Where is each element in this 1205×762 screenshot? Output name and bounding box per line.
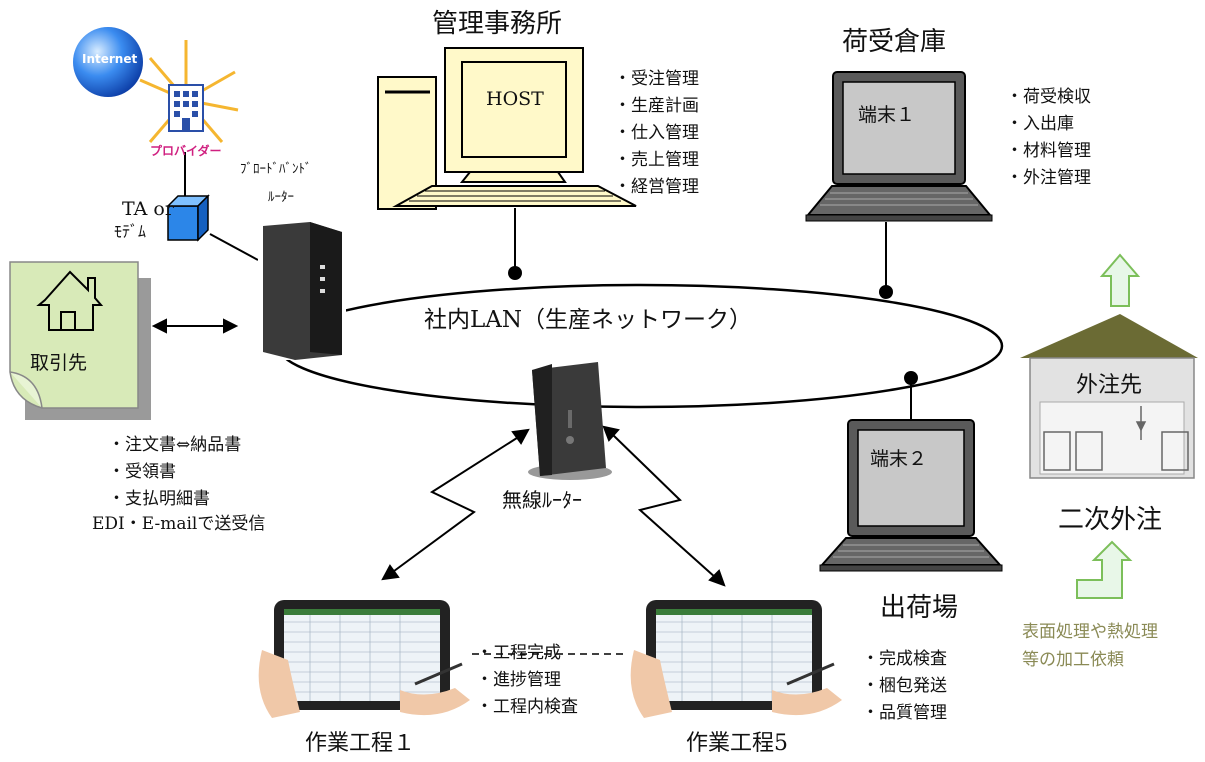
terminal1-laptop-icon <box>805 71 993 222</box>
modem-label-2: ﾓﾃﾞﾑ <box>114 222 147 241</box>
bent-arrow-icon <box>1076 540 1133 599</box>
terminal2-lan-node <box>904 371 918 385</box>
process-task: 進捗管理 <box>476 667 578 694</box>
office-task: 仕入管理 <box>614 120 699 147</box>
broadband-router-icon <box>258 222 346 360</box>
modem-router-line <box>209 233 259 261</box>
wireless-link-right <box>602 425 726 587</box>
office-task: 経営管理 <box>614 174 699 201</box>
wireless-router-label: 無線ﾙｰﾀｰ <box>502 488 582 512</box>
shipping-task: 完成検査 <box>862 646 947 673</box>
partner-document: 受領書 <box>108 459 241 486</box>
partner-document: 支払明細書 <box>108 486 241 513</box>
terminal1-label: 端末１ <box>858 104 916 126</box>
provider-label: プロバイダー <box>150 144 222 158</box>
partner-document-list: 注文書⇔納品書 受領書 支払明細書 <box>108 432 241 513</box>
warehouse-task: 入出庫 <box>1006 111 1091 138</box>
edi-note: EDI・E-mailで送受信 <box>92 514 266 534</box>
warehouse-task: 材料管理 <box>1006 138 1091 165</box>
shipping-task-list: 完成検査 梱包発送 品質管理 <box>862 646 947 727</box>
process5-label: 作業工程5 <box>686 731 788 756</box>
office-task: 売上管理 <box>614 147 699 174</box>
terminal2-laptop-icon <box>819 419 1003 572</box>
process-task-list: 工程完成 進捗管理 工程内検査 <box>476 640 578 721</box>
warehouse-task: 外注管理 <box>1006 165 1091 192</box>
process-task: 工程完成 <box>476 640 578 667</box>
terminal1-lan-node <box>879 285 893 299</box>
router-label-2: ﾙｰﾀｰ <box>268 190 294 205</box>
provider-building-icon <box>139 40 239 143</box>
host-lan-node <box>508 266 522 280</box>
wireless-link-left <box>381 428 530 581</box>
partner-document-icon <box>9 261 151 420</box>
tablet1-icon <box>258 600 470 718</box>
subcontract-note-2: 等の加工依頼 <box>1022 650 1124 670</box>
office-task: 受注管理 <box>614 66 699 93</box>
wireless-router-icon <box>528 362 612 480</box>
subcontract-note-1: 表面処理や熱処理 <box>1022 622 1158 642</box>
router-label-1: ﾌﾞﾛｰﾄﾞﾊﾞﾝﾄﾞ <box>240 162 312 177</box>
tablet2-icon <box>630 600 842 718</box>
modem-cube-icon <box>166 194 210 242</box>
terminal2-label: 端末２ <box>870 448 928 470</box>
lan-label: 社内LAN（生産ネットワーク） <box>424 307 753 333</box>
host-computer-icon <box>377 47 637 210</box>
office-task: 生産計画 <box>614 93 699 120</box>
warehouse-task-list: 荷受検収 入出庫 材料管理 外注管理 <box>1006 84 1091 192</box>
partner-label: 取引先 <box>30 352 88 374</box>
warehouse-title: 荷受倉庫 <box>842 27 947 57</box>
warehouse-task: 荷受検収 <box>1006 84 1091 111</box>
subcontractor-label: 外注先 <box>1076 373 1143 398</box>
subcontractor-building-icon <box>1020 314 1198 479</box>
partner-document: 注文書⇔納品書 <box>108 432 241 459</box>
process-task: 工程内検査 <box>476 694 578 721</box>
house-icon <box>36 270 104 331</box>
modem-label-1: TA or <box>122 198 174 220</box>
office-title: 管理事務所 <box>432 9 563 39</box>
shipping-task: 品質管理 <box>862 700 947 727</box>
shipping-title: 出荷場 <box>880 593 959 623</box>
process1-label: 作業工程１ <box>305 731 416 756</box>
up-arrow-icon <box>1099 253 1141 307</box>
internet-label: Internet <box>82 52 138 66</box>
lan-ellipse <box>276 283 1004 409</box>
host-label: HOST <box>486 88 544 110</box>
internet-globe-icon <box>73 27 143 97</box>
subcontract-title: 二次外注 <box>1058 505 1163 535</box>
shipping-task: 梱包発送 <box>862 673 947 700</box>
office-task-list: 受注管理 生産計画 仕入管理 売上管理 経営管理 <box>614 66 699 201</box>
partner-router-arrow <box>151 318 239 334</box>
